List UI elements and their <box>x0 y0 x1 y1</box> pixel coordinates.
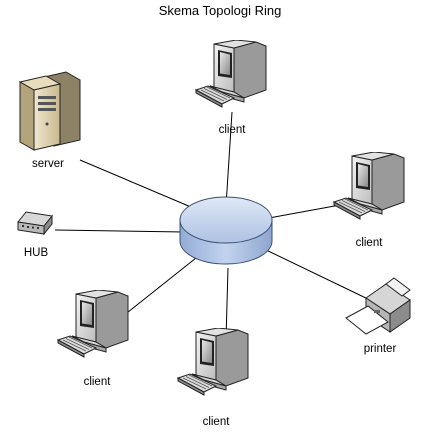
client-left-label: client <box>84 376 112 388</box>
printer-label: printer <box>364 343 397 355</box>
client-top-node[interactable]: client <box>195 40 267 136</box>
network-hub-icon <box>17 211 53 236</box>
client-right-label: client <box>356 237 384 249</box>
desktop-computer-icon <box>195 40 267 108</box>
link-hub <box>54 229 185 233</box>
client-right-node[interactable]: client <box>333 152 405 249</box>
client-top-label: client <box>219 124 247 136</box>
central-hub-cylinder[interactable] <box>179 196 273 265</box>
server-node[interactable]: server <box>18 71 81 170</box>
link-printer <box>261 247 371 301</box>
desktop-computer-icon <box>177 328 249 396</box>
link-client-left <box>117 257 197 321</box>
hub-label: HUB <box>24 247 49 259</box>
client-bottom-node[interactable]: client <box>177 328 249 428</box>
server-tower-icon <box>18 71 81 151</box>
printer-node[interactable]: printer <box>345 277 411 355</box>
client-bottom-label: client <box>203 416 231 428</box>
server-label: server <box>32 158 64 170</box>
desktop-computer-icon <box>57 290 129 358</box>
link-server <box>79 159 199 211</box>
printer-icon <box>345 277 411 335</box>
hub-node[interactable]: HUB <box>17 211 53 259</box>
link-client-top <box>225 111 233 207</box>
link-client-bottom <box>225 267 229 341</box>
client-left-node[interactable]: client <box>57 290 129 388</box>
diagram-title: Skema Topologi Ring <box>159 3 282 18</box>
desktop-computer-icon <box>333 152 405 220</box>
